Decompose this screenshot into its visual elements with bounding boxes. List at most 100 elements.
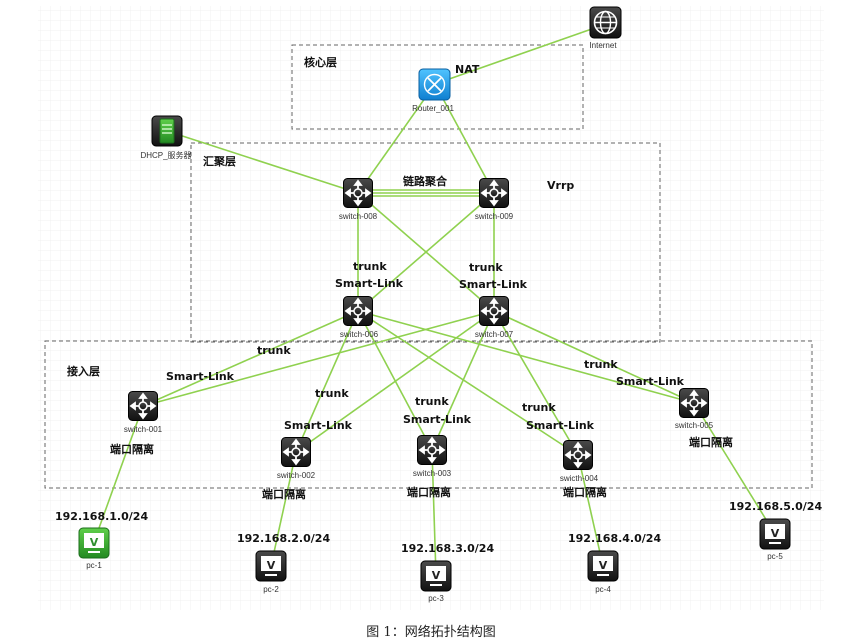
smart-link-label: Smart-Link	[166, 370, 235, 383]
link-internet-router	[434, 23, 607, 85]
link-router-sw009	[434, 83, 495, 194]
access-layer-title: 接入层	[67, 364, 100, 378]
router-label: Router_001	[412, 104, 454, 113]
link-sw009-sw006	[357, 192, 495, 312]
subnet-label-1: 192.168.1.0/24	[55, 510, 148, 523]
switch-002-node[interactable]: switch-002	[277, 437, 316, 481]
core-layer-zone	[291, 44, 584, 130]
link-sw003-pc3	[431, 449, 437, 577]
switch-icon	[563, 440, 593, 470]
switch-icon	[679, 388, 709, 418]
svg-text:V: V	[432, 569, 441, 582]
switch-icon	[343, 178, 373, 208]
switch-icon	[281, 437, 311, 467]
dhcp-server-node[interactable]: DHCP_服务器	[140, 115, 192, 160]
trunk-label: trunk	[353, 260, 387, 273]
trunk-label: trunk	[522, 401, 556, 414]
trunk-label: trunk	[469, 261, 503, 274]
subnet-label-3: 192.168.3.0/24	[401, 542, 494, 555]
nat-label: NAT	[455, 63, 480, 76]
switch-icon	[479, 178, 509, 208]
pc-icon: V	[587, 550, 619, 582]
router-node[interactable]: Router_001	[412, 68, 454, 113]
switch-icon	[479, 296, 509, 326]
pc-4-node[interactable]: V pc-4	[587, 550, 619, 594]
pc-2-label: pc-2	[263, 585, 279, 594]
port-isolation-label: 端口隔离	[110, 442, 154, 456]
switch-icon	[128, 391, 158, 421]
switch-003-label: switch-003	[413, 469, 452, 478]
switch-007-label: switch-007	[475, 330, 514, 339]
switch-008-node[interactable]: switch-008	[339, 178, 378, 222]
port-isolation-label: 端口隔离	[262, 487, 306, 501]
trunk-label: trunk	[415, 395, 449, 408]
link-sw004-pc4	[577, 454, 604, 567]
switch-006-node[interactable]: switch-006	[340, 296, 379, 340]
link-sw006-sw005	[357, 310, 695, 404]
switch-icon	[417, 435, 447, 465]
smart-link-label: Smart-Link	[284, 419, 353, 432]
switch-005-node[interactable]: switch-005	[675, 388, 714, 431]
aggregation-layer-zone	[190, 142, 661, 343]
svg-text:V: V	[267, 559, 276, 572]
pc-3-node[interactable]: V pc-3	[420, 560, 452, 603]
port-isolation-label: 端口隔离	[407, 485, 451, 499]
smart-link-label: Smart-Link	[335, 277, 404, 290]
link-sw007-sw002	[295, 310, 495, 453]
router-icon	[418, 68, 451, 101]
switch-007-node[interactable]: switch-007	[475, 296, 514, 340]
figure-caption: 图 1：网络拓扑结构图	[366, 624, 495, 640]
svg-text:V: V	[599, 559, 608, 572]
link-sw007-sw003	[431, 310, 495, 451]
link-sw006-sw003	[357, 310, 433, 451]
subnet-label-5: 192.168.5.0/24	[729, 500, 822, 513]
grid-background	[38, 6, 824, 610]
pc-icon: V	[420, 560, 452, 592]
switch-001-node[interactable]: switch-001	[124, 391, 163, 435]
link-sw002-pc2	[270, 451, 297, 567]
pc-4-label: pc-4	[595, 585, 611, 594]
pc-3-label: pc-3	[428, 594, 444, 603]
core-layer-title: 核心层	[304, 55, 337, 69]
internet-node[interactable]: Internet	[589, 6, 622, 50]
switch-004-label: swicth-004	[560, 474, 599, 483]
switch-008-label: switch-008	[339, 212, 378, 221]
link-sw006-sw001	[142, 310, 359, 407]
link-sw007-sw005	[493, 310, 695, 404]
pc-5-label: pc-5	[767, 552, 783, 561]
switch-004-node[interactable]: swicth-004	[560, 440, 599, 484]
link-sw006-sw002	[295, 310, 359, 453]
access-layer-zone	[44, 340, 813, 489]
globe-icon	[589, 6, 622, 39]
pc-icon: V	[255, 550, 287, 582]
pc-icon: V	[759, 518, 791, 550]
switch-006-label: switch-006	[340, 330, 379, 339]
pc-1-label: pc-1	[86, 561, 102, 570]
svg-text:V: V	[771, 527, 780, 540]
link-sw007-sw001	[142, 310, 495, 407]
subnet-label-4: 192.168.4.0/24	[568, 532, 661, 545]
link-sw005-pc5	[693, 402, 776, 535]
links	[93, 23, 776, 577]
trunk-label: trunk	[257, 344, 291, 357]
switch-005-label: switch-005	[675, 421, 714, 430]
switch-009-node[interactable]: switch-009	[475, 178, 514, 222]
pc-2-node[interactable]: V pc-2	[255, 550, 287, 594]
switch-009-label: switch-009	[475, 212, 514, 221]
port-isolation-label: 端口隔离	[563, 485, 607, 499]
smart-link-label: Smart-Link	[459, 278, 528, 291]
trunk-label: trunk	[315, 387, 349, 400]
smart-link-label: Smart-Link	[403, 413, 472, 426]
switch-001-label: switch-001	[124, 425, 163, 434]
svg-text:V: V	[90, 536, 99, 549]
link-dhcp-sw008	[166, 130, 359, 194]
internet-label: Internet	[589, 41, 617, 50]
smart-link-label: Smart-Link	[526, 419, 595, 432]
subnet-label-2: 192.168.2.0/24	[237, 532, 330, 545]
pc-1-node[interactable]: V pc-1	[78, 527, 110, 570]
link-sw001-pc1	[93, 405, 144, 543]
link-sw006-sw004	[357, 310, 579, 456]
pc-5-node[interactable]: V pc-5	[759, 518, 791, 561]
switch-003-node[interactable]: switch-003	[413, 435, 452, 479]
